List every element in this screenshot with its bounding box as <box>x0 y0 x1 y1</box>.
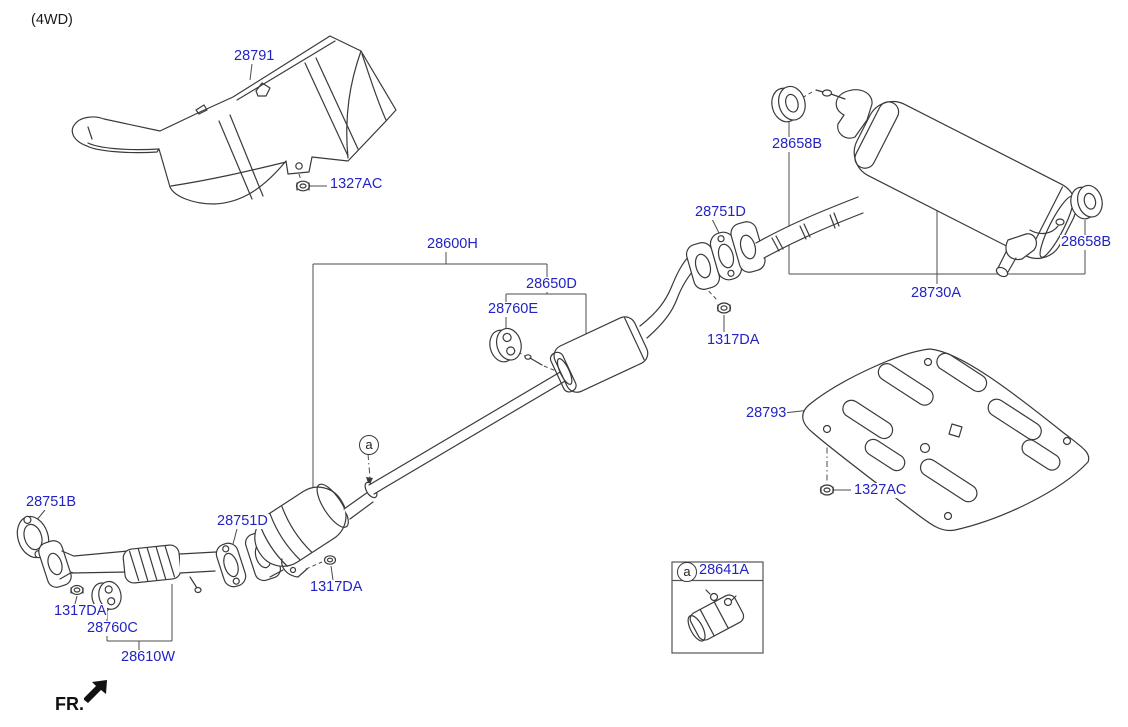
clamp-marker-a: a <box>359 435 379 455</box>
callout-28791[interactable]: 28791 <box>233 48 276 65</box>
callout-28641A-legend[interactable]: 28641A <box>698 562 750 579</box>
callout-28658B-front[interactable]: 28658B <box>771 136 823 153</box>
callout-28760C[interactable]: 28760C <box>86 620 139 637</box>
front-direction-label: FR. <box>55 694 84 715</box>
callout-28730A[interactable]: 28730A <box>910 285 962 302</box>
callout-28793[interactable]: 28793 <box>745 405 788 422</box>
callout-28751D-bottom[interactable]: 28751D <box>216 513 269 530</box>
callout-1317DA-left[interactable]: 1317DA <box>53 603 108 620</box>
callout-1327AC-rear[interactable]: 1327AC <box>853 482 908 499</box>
rear-muffler-art <box>755 85 1103 278</box>
callout-28650D[interactable]: 28650D <box>525 276 578 293</box>
front-pipe-assembly-art <box>16 481 378 612</box>
callout-28610W[interactable]: 28610W <box>120 649 177 666</box>
callout-28658B-rear[interactable]: 28658B <box>1060 234 1112 251</box>
callout-28751D-top[interactable]: 28751D <box>694 204 747 221</box>
callout-1327AC-front[interactable]: 1327AC <box>329 176 384 193</box>
drive-type-note: (4WD) <box>31 12 73 28</box>
front-direction-arrow <box>83 680 107 703</box>
legend-marker-a: a <box>677 562 697 582</box>
front-heat-shield-art <box>71 35 397 205</box>
center-to-rear-flange-art <box>685 221 766 314</box>
front-shield-bolt-art <box>295 180 311 192</box>
callout-1317DA-top[interactable]: 1317DA <box>706 332 761 349</box>
callout-28600H[interactable]: 28600H <box>426 236 479 253</box>
callout-1317DA-mid[interactable]: 1317DA <box>309 579 364 596</box>
callout-28751B[interactable]: 28751B <box>25 494 77 511</box>
callout-28760E[interactable]: 28760E <box>487 301 539 318</box>
center-muffler-art <box>368 253 699 495</box>
rear-heat-shield-art <box>802 348 1090 532</box>
